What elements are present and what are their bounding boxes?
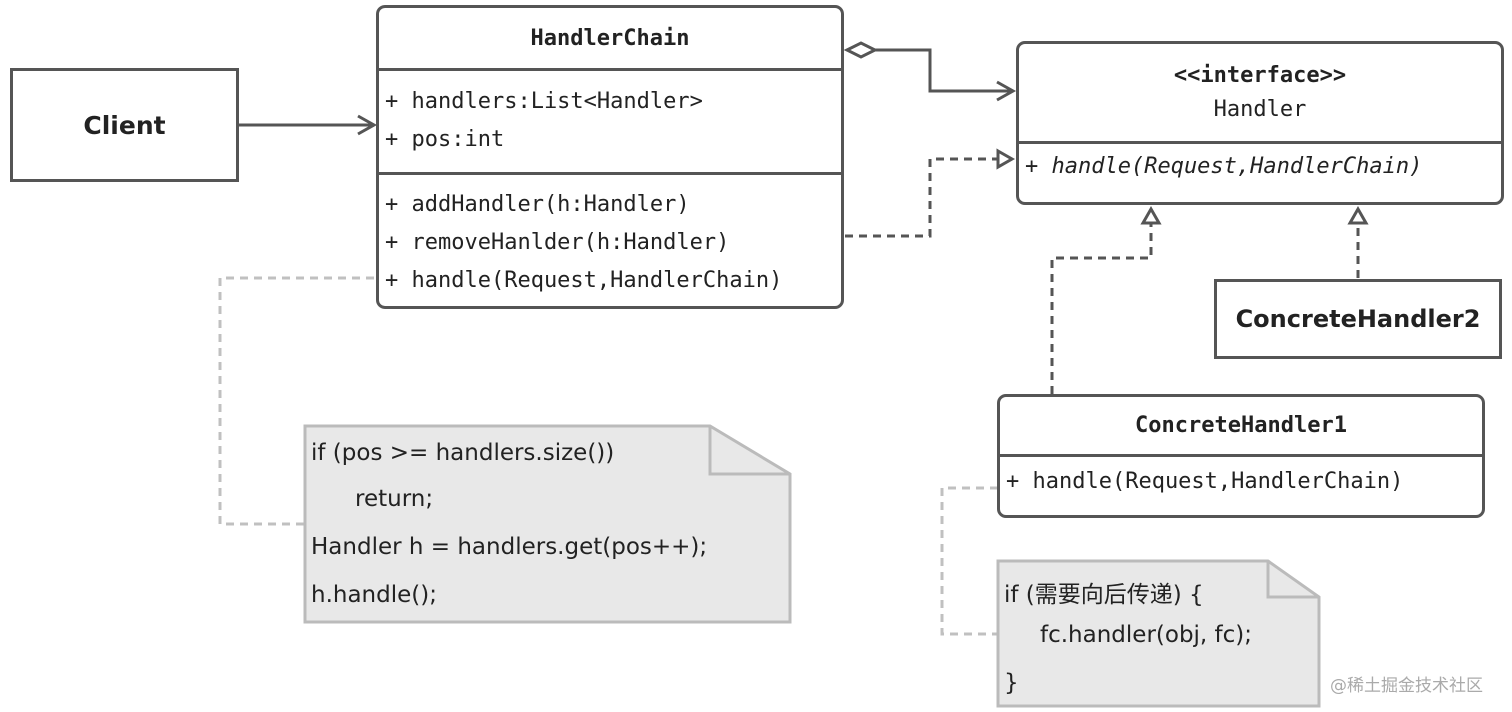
chain-note-line: return; bbox=[355, 486, 434, 512]
method: + removeHanlder(h:Handler) bbox=[385, 230, 730, 255]
handler-note-shape bbox=[996, 559, 1321, 708]
chain-note-shape bbox=[303, 424, 792, 624]
handler-note-line: } bbox=[1004, 670, 1019, 696]
handler-chain-name: HandlerChain bbox=[530, 25, 690, 51]
handler-name: Handler bbox=[1213, 96, 1307, 122]
client-box: Client bbox=[10, 68, 239, 182]
chain-note-line: Handler h = handlers.get(pos++); bbox=[311, 534, 708, 560]
chain-implements-handler bbox=[845, 148, 1016, 238]
chain-note-line: h.handle(); bbox=[311, 582, 437, 608]
handler-header: <<interface>> Handler bbox=[1019, 44, 1501, 144]
chain-note-anchor bbox=[218, 276, 374, 526]
chain-note-line: if (pos >= handlers.size()) bbox=[311, 440, 615, 466]
handler-note-line: fc.handler(obj, fc); bbox=[1040, 622, 1253, 648]
handler-chain-header: HandlerChain bbox=[379, 8, 841, 71]
concrete-handler-1-header: ConcreteHandler1 bbox=[1000, 397, 1482, 457]
watermark: @稀土掘金技术社区 bbox=[1330, 676, 1483, 696]
chain-to-handler-aggregation bbox=[843, 41, 1017, 102]
concrete-handler-2-name: ConcreteHandler2 bbox=[1235, 305, 1481, 333]
method: + handle(Request,HandlerChain) bbox=[385, 268, 783, 293]
method: + addHandler(h:Handler) bbox=[385, 192, 690, 217]
client-name: Client bbox=[83, 110, 166, 140]
concrete-handler-2-box: ConcreteHandler2 bbox=[1214, 279, 1502, 359]
handler-methods: + handle(Request,HandlerChain) bbox=[1019, 144, 1501, 186]
attribute: + pos:int bbox=[385, 127, 505, 152]
concrete-handler-2-implements-handler bbox=[1347, 205, 1369, 278]
attribute: + handlers:List<Handler> bbox=[385, 89, 703, 114]
handler-stereotype: <<interface>> bbox=[1173, 62, 1347, 88]
handler-note-line: if (需要向后传递) { bbox=[1004, 582, 1204, 608]
handler-chain-methods: + addHandler(h:Handler) + removeHanlder(… bbox=[379, 172, 841, 300]
concrete-handler-1-implements-handler bbox=[1050, 205, 1162, 394]
handler-note-anchor bbox=[940, 486, 998, 636]
handler-interface: <<interface>> Handler + handle(Request,H… bbox=[1016, 41, 1504, 205]
handler-chain-attributes: + handlers:List<Handler> + pos:int bbox=[379, 71, 841, 172]
concrete-handler-1-class: ConcreteHandler1 + handle(Request,Handle… bbox=[997, 394, 1485, 518]
concrete-handler-1-methods: + handle(Request,HandlerChain) bbox=[1000, 457, 1482, 501]
method: + handle(Request,HandlerChain) bbox=[1025, 154, 1423, 179]
client-to-chain-association bbox=[239, 114, 378, 136]
method: + handle(Request,HandlerChain) bbox=[1006, 469, 1404, 494]
handler-chain-class: HandlerChain + handlers:List<Handler> + … bbox=[376, 5, 844, 309]
concrete-handler-1-name: ConcreteHandler1 bbox=[1135, 413, 1347, 438]
